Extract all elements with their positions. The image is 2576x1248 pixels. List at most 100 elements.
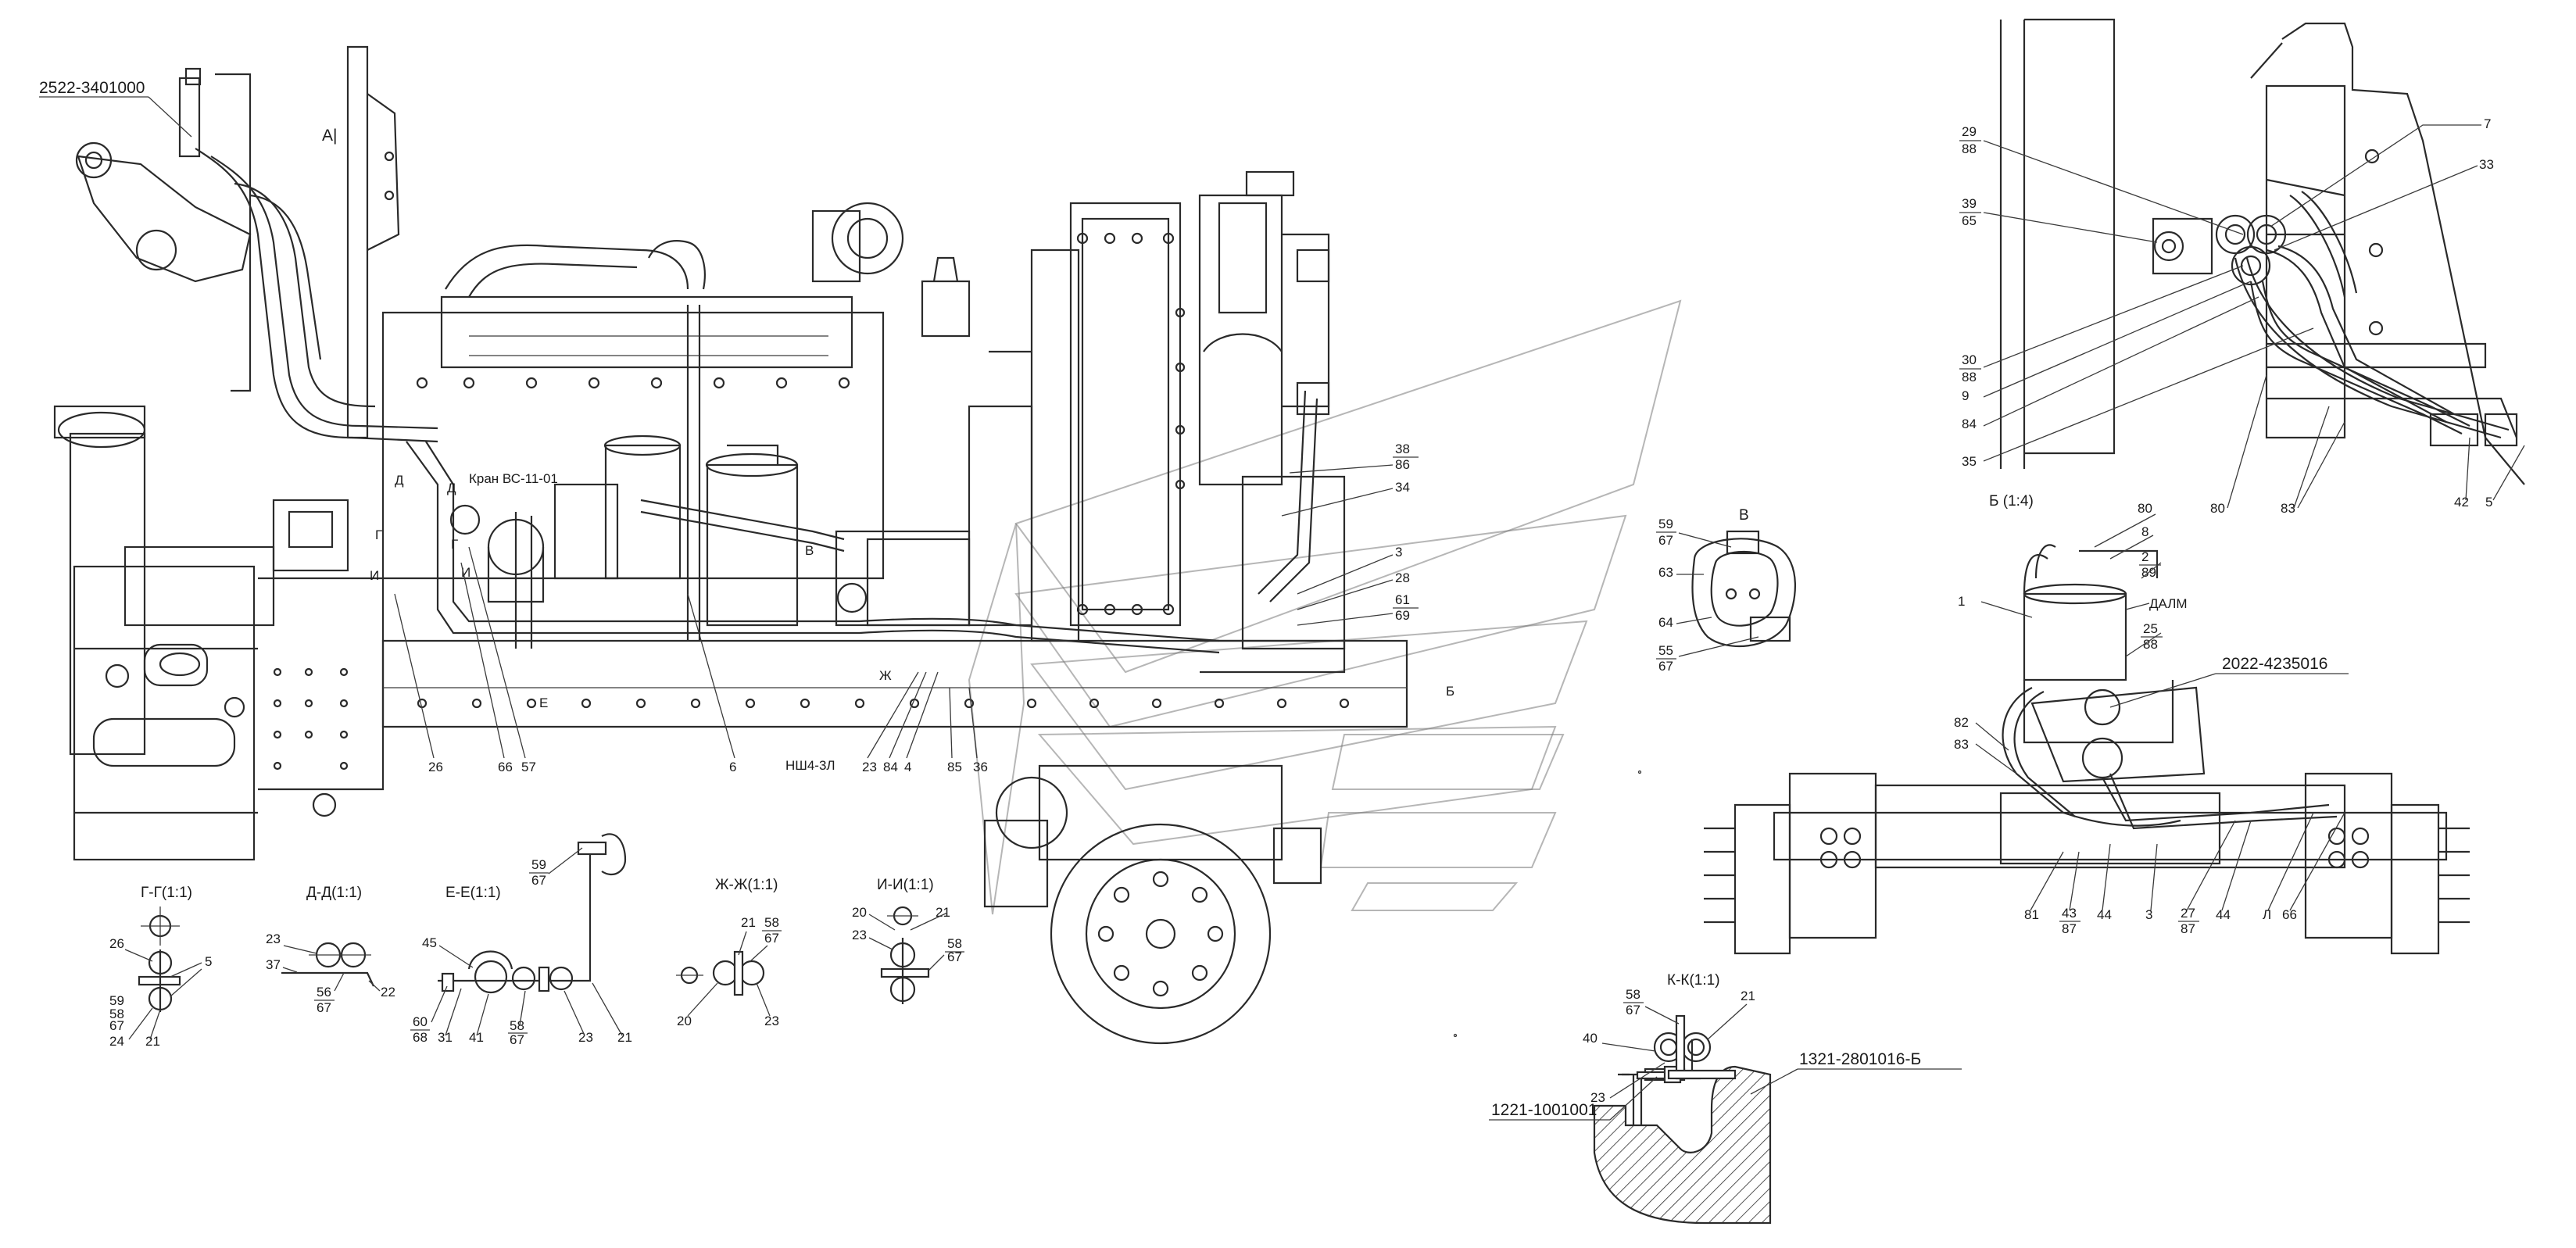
section-kk: К-К(1:1) 58 67 21 40 23 1221-1001001 132…: [1489, 972, 1962, 1225]
rt-label-88: 88: [1962, 141, 1977, 156]
section-dd: Д-Д(1:1) 23 37 56 67 22: [266, 885, 395, 1015]
kk-label-21: 21: [1741, 989, 1755, 1003]
view-letter-g2: Г: [451, 537, 458, 552]
rb-label-dalm: ДАЛМ: [2149, 596, 2188, 611]
callout-66: 66: [498, 760, 513, 774]
ee-label-21: 21: [617, 1030, 632, 1045]
section-gg: Г-Г(1:1) 26 5 59 58 67 24 21: [109, 885, 212, 1049]
gg-label-26: 26: [109, 936, 124, 951]
v-label-67: 67: [1658, 533, 1673, 548]
part-number-top-left: 2522-3401000: [39, 79, 145, 97]
rt-label-42: 42: [2454, 495, 2469, 510]
section-ii-title: И-И(1:1): [877, 877, 934, 893]
ii-label-23: 23: [852, 928, 867, 942]
v-label-55: 55: [1658, 643, 1673, 658]
rb-label-l: Л: [2263, 907, 2271, 922]
view-letter-v: В: [805, 543, 814, 558]
rb-label-25: 25: [2143, 621, 2158, 636]
ii-label-58: 58: [947, 936, 962, 951]
ee-label-45: 45: [422, 935, 437, 950]
rb-label-8: 8: [2141, 524, 2148, 539]
callout-23: 23: [862, 760, 877, 774]
hydraulic-lines-main: [195, 148, 1318, 654]
rt-label-83: 83: [2281, 501, 2295, 516]
ee-label-59: 59: [531, 857, 546, 872]
ee-label-41: 41: [469, 1030, 484, 1045]
rb-label-44: 44: [2097, 907, 2112, 922]
rb-label-66: 66: [2282, 907, 2297, 922]
rb-label-88: 88: [2143, 637, 2158, 652]
view-letter-e: Е: [539, 696, 548, 710]
callout-3: 3: [1395, 545, 1402, 560]
rt-label-88b: 88: [1962, 370, 1977, 384]
ee-label-67: 67: [510, 1032, 524, 1047]
rb-label-3: 3: [2145, 907, 2152, 922]
kk-label-67: 67: [1626, 1003, 1640, 1017]
gg-label-58: 58: [109, 1007, 124, 1021]
rb-label-43: 43: [2062, 906, 2077, 921]
dd-label-23: 23: [266, 932, 281, 946]
callout-4: 4: [904, 760, 911, 774]
rt-label-84: 84: [1962, 417, 1977, 431]
rt-label-39: 39: [1962, 196, 1977, 211]
hub-assembly: [983, 764, 1322, 1045]
view-letter-zh: Ж: [879, 668, 892, 683]
right-top-detail: 29 88 39 65 7 33 30 88 9 84 35 80 83 42 …: [1959, 18, 2525, 516]
section-ee: Е-Е(1:1) 45 60 68 31 41 58 67 59 67 23 2…: [410, 833, 632, 1047]
rt-label-29: 29: [1962, 124, 1977, 139]
view-letter-i1: И: [370, 568, 379, 583]
callout-69: 69: [1395, 608, 1410, 623]
view-letter-i2: И: [461, 565, 470, 580]
zh-label-58: 58: [764, 915, 779, 930]
steering-valve: [75, 67, 252, 392]
rb-label-87b: 87: [2181, 921, 2195, 936]
gg-label-21: 21: [145, 1034, 160, 1049]
ee-label-68: 68: [413, 1030, 428, 1045]
gg-label-5: 5: [205, 954, 212, 969]
v-label-64: 64: [1658, 615, 1673, 630]
rt-label-65: 65: [1962, 213, 1977, 228]
watermark-logo: [968, 299, 1682, 915]
callout-26: 26: [428, 760, 443, 774]
zh-label-21: 21: [741, 915, 756, 930]
section-kk-title: К-К(1:1): [1667, 972, 1720, 989]
dd-label-56: 56: [317, 985, 331, 999]
section-zhzh-title: Ж-Ж(1:1): [715, 877, 778, 893]
kk-label-40: 40: [1583, 1031, 1597, 1046]
dd-label-22: 22: [381, 985, 395, 999]
rt-label-35: 35: [1962, 454, 1977, 469]
v-label-67b: 67: [1658, 659, 1673, 674]
v-label-59: 59: [1658, 517, 1673, 531]
rb-label-82: 82: [1954, 715, 1969, 730]
view-letter-d2: Д: [447, 481, 456, 495]
part-number-right-unit: 2022-4235016: [2222, 655, 2327, 673]
ii-label-20: 20: [852, 905, 867, 920]
view-letter-d1: Д: [395, 473, 404, 488]
valve-label: Кран ВС-11-01: [469, 471, 558, 486]
rt-label-9: 9: [1962, 388, 1969, 403]
callout-61: 61: [1395, 592, 1410, 607]
rt-label-5: 5: [2485, 495, 2492, 510]
zh-label-23: 23: [764, 1014, 779, 1028]
rb-label-81: 81: [2024, 907, 2039, 922]
view-letter-b: Б: [1446, 684, 1454, 699]
gg-label-59: 59: [109, 993, 124, 1008]
callout-85: 85: [947, 760, 962, 774]
rt-label-7: 7: [2484, 116, 2491, 131]
callout-57: 57: [521, 760, 536, 774]
ee-label-60: 60: [413, 1014, 428, 1029]
radiator-bolts: [1076, 232, 1186, 616]
dd-label-37: 37: [266, 957, 281, 972]
callout-36: 36: [973, 760, 988, 774]
rb-label-27: 27: [2181, 906, 2195, 921]
view-b-title: Б (1:4): [1989, 493, 2034, 510]
rb-label-87: 87: [2062, 921, 2077, 936]
view-v: В 59 67 63 64 55 67: [1656, 507, 1797, 674]
gg-label-67: 67: [109, 1018, 124, 1033]
callout-86: 86: [1395, 457, 1410, 472]
rb-label-83: 83: [1954, 737, 1969, 752]
rb-label-1: 1: [1958, 594, 1965, 609]
ee-label-31: 31: [438, 1030, 453, 1045]
section-zhzh: Ж-Ж(1:1) 21 58 67 20 23: [676, 877, 782, 1028]
rb-label-44b: 44: [2216, 907, 2231, 922]
